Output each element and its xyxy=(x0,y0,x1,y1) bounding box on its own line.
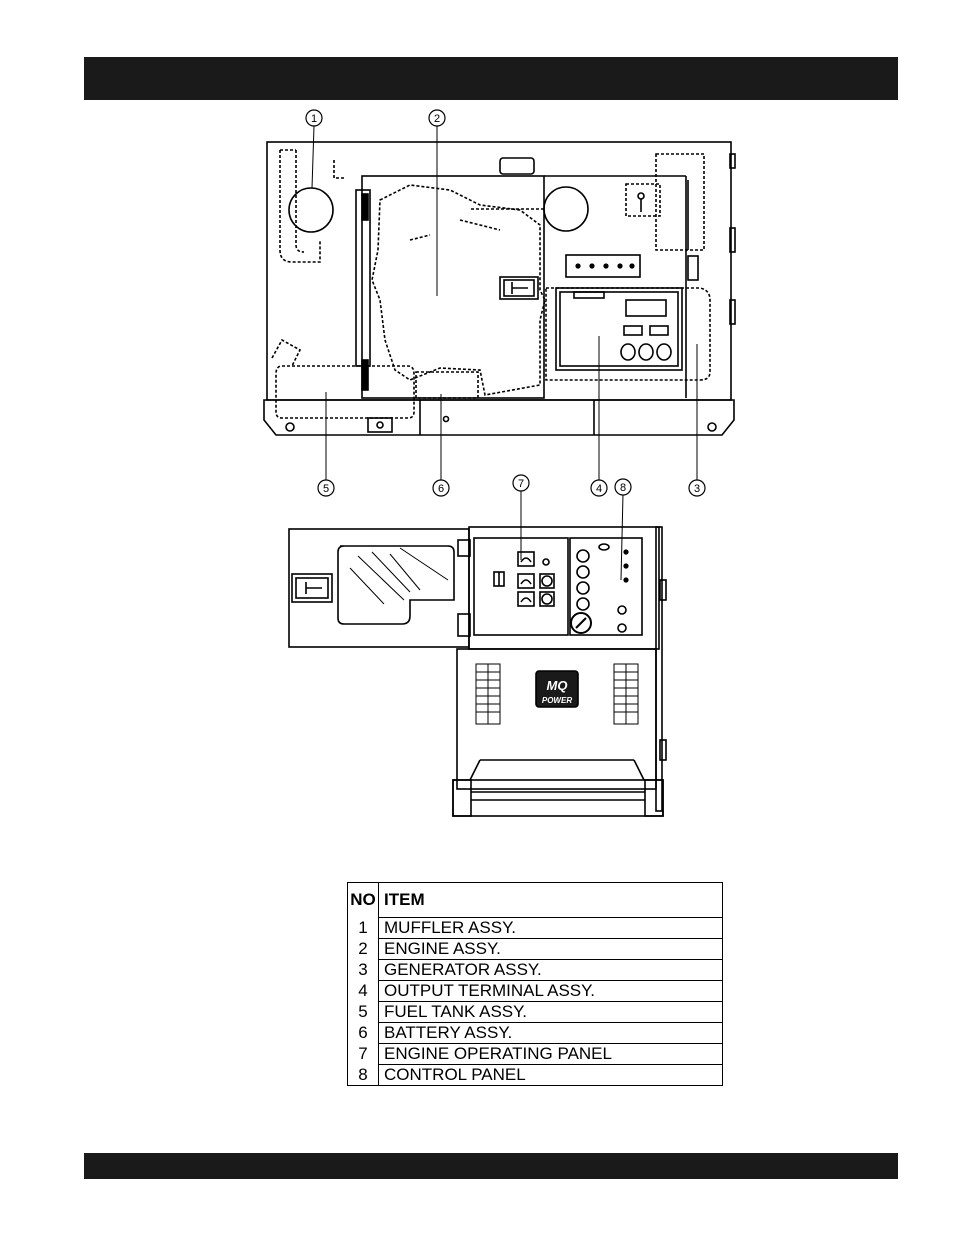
header-item: ITEM xyxy=(379,883,723,918)
table-row: 2 ENGINE ASSY. xyxy=(348,939,723,960)
row-item: ENGINE OPERATING PANEL xyxy=(379,1044,723,1065)
callout-2: 2 xyxy=(434,113,440,125)
row-no: 1 xyxy=(348,918,379,939)
table-row: 1 MUFFLER ASSY. xyxy=(348,918,723,939)
row-item: MUFFLER ASSY. xyxy=(379,918,723,939)
row-item: BATTERY ASSY. xyxy=(379,1023,723,1044)
row-item: ENGINE ASSY. xyxy=(379,939,723,960)
table-row: 4 OUTPUT TERMINAL ASSY. xyxy=(348,981,723,1002)
generator-front-view: MQ POWER xyxy=(289,527,666,816)
callout-6: 6 xyxy=(438,483,444,495)
row-item: CONTROL PANEL xyxy=(379,1065,723,1086)
footer-bar xyxy=(84,1153,898,1179)
row-item: GENERATOR ASSY. xyxy=(379,960,723,981)
table-row: 8 CONTROL PANEL xyxy=(348,1065,723,1086)
row-no: 5 xyxy=(348,1002,379,1023)
callout-3: 3 xyxy=(694,483,700,495)
callout-7: 7 xyxy=(518,478,524,490)
svg-text:POWER: POWER xyxy=(542,696,572,705)
parts-table: NO ITEM 1 MUFFLER ASSY. 2 ENGINE ASSY. 3… xyxy=(347,882,723,1086)
callout-8: 8 xyxy=(620,482,626,494)
table-header-row: NO ITEM xyxy=(348,883,723,918)
row-no: 3 xyxy=(348,960,379,981)
callout-4: 4 xyxy=(596,483,602,495)
row-no: 6 xyxy=(348,1023,379,1044)
row-no: 4 xyxy=(348,981,379,1002)
table-row: 5 FUEL TANK ASSY. xyxy=(348,1002,723,1023)
callout-1: 1 xyxy=(311,113,317,125)
row-no: 2 xyxy=(348,939,379,960)
row-item: FUEL TANK ASSY. xyxy=(379,1002,723,1023)
svg-text:MQ: MQ xyxy=(547,678,568,693)
row-no: 7 xyxy=(348,1044,379,1065)
table-row: 7 ENGINE OPERATING PANEL xyxy=(348,1044,723,1065)
callout-leaders-front xyxy=(521,490,623,580)
header-no: NO xyxy=(348,883,379,918)
callout-5: 5 xyxy=(323,483,329,495)
generator-side-view xyxy=(264,142,735,435)
row-no: 8 xyxy=(348,1065,379,1086)
table-row: 3 GENERATOR ASSY. xyxy=(348,960,723,981)
table-row: 6 BATTERY ASSY. xyxy=(348,1023,723,1044)
row-item: OUTPUT TERMINAL ASSY. xyxy=(379,981,723,1002)
